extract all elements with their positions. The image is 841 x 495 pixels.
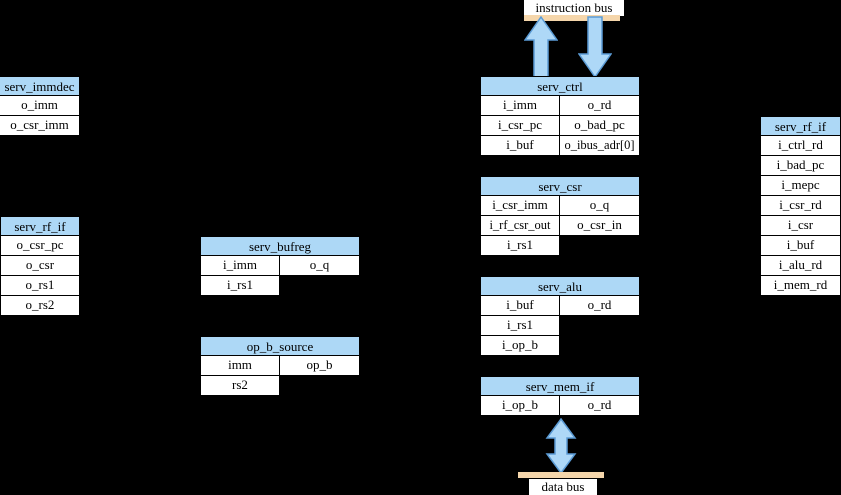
table-row: imm op_b bbox=[200, 356, 360, 376]
port-cell: o_q bbox=[280, 256, 360, 276]
table-row: i_op_b bbox=[480, 336, 640, 356]
port-cell: o_csr_in bbox=[560, 216, 640, 236]
table-row: i_mepc bbox=[760, 176, 841, 196]
data-bus-label: data bus bbox=[529, 479, 597, 495]
module-serv-rf-if-right: serv_rf_if i_ctrl_rd i_bad_pc i_mepc i_c… bbox=[760, 116, 841, 296]
port-cell: i_buf bbox=[480, 136, 560, 156]
port-cell: o_ibus_adr[0] bbox=[560, 136, 640, 156]
table-row: o_csr_imm bbox=[0, 116, 80, 136]
table-row: i_imm o_q bbox=[200, 256, 360, 276]
port-cell: i_imm bbox=[200, 256, 280, 276]
table-row: i_alu_rd bbox=[760, 256, 841, 276]
table-row: o_imm bbox=[0, 96, 80, 116]
instruction-bus-bar bbox=[524, 15, 620, 21]
port-cell: i_csr bbox=[760, 216, 841, 236]
table-row: i_rs1 bbox=[200, 276, 360, 296]
table-row: i_op_b o_rd bbox=[480, 396, 640, 416]
table-row: i_ctrl_rd bbox=[760, 136, 841, 156]
port-cell: o_rd bbox=[560, 296, 640, 316]
module-serv-ctrl-title: serv_ctrl bbox=[480, 76, 640, 96]
port-cell: o_imm bbox=[0, 96, 80, 116]
module-serv-csr: serv_csr i_csr_imm o_q i_rf_csr_out o_cs… bbox=[480, 176, 640, 256]
module-op-b-source-title: op_b_source bbox=[200, 336, 360, 356]
table-row: o_csr bbox=[0, 256, 80, 276]
table-row: rs2 bbox=[200, 376, 360, 396]
port-cell: i_rs1 bbox=[200, 276, 280, 296]
port-cell: o_csr_pc bbox=[0, 236, 80, 256]
module-serv-mem-if-title: serv_mem_if bbox=[480, 376, 640, 396]
data-bus-double-arrow bbox=[545, 418, 577, 474]
table-row: i_csr_imm o_q bbox=[480, 196, 640, 216]
port-cell: o_rs2 bbox=[0, 296, 80, 316]
port-cell: i_op_b bbox=[480, 396, 560, 416]
port-cell-empty bbox=[560, 316, 640, 336]
table-row: i_buf bbox=[760, 236, 841, 256]
port-cell-empty bbox=[280, 376, 360, 396]
port-cell: o_rd bbox=[560, 396, 640, 416]
port-cell: o_rs1 bbox=[0, 276, 80, 296]
module-serv-ctrl: serv_ctrl i_imm o_rd i_csr_pc o_bad_pc i… bbox=[480, 76, 640, 156]
instruction-bus-up-arrow bbox=[524, 16, 558, 78]
port-cell: i_rf_csr_out bbox=[480, 216, 560, 236]
module-serv-immdec: serv_immdec o_imm o_csr_imm bbox=[0, 76, 80, 136]
table-row: i_rf_csr_out o_csr_in bbox=[480, 216, 640, 236]
module-serv-mem-if: serv_mem_if i_op_b o_rd bbox=[480, 376, 640, 416]
port-cell-empty bbox=[560, 236, 640, 256]
module-op-b-source: op_b_source imm op_b rs2 bbox=[200, 336, 360, 396]
module-serv-csr-title: serv_csr bbox=[480, 176, 640, 196]
port-cell: i_alu_rd bbox=[760, 256, 841, 276]
table-row: i_csr bbox=[760, 216, 841, 236]
port-cell: i_rs1 bbox=[480, 236, 560, 256]
module-serv-alu-title: serv_alu bbox=[480, 276, 640, 296]
table-row: i_buf o_ibus_adr[0] bbox=[480, 136, 640, 156]
port-cell: i_op_b bbox=[480, 336, 560, 356]
port-cell: i_mem_rd bbox=[760, 276, 841, 296]
port-cell: o_csr bbox=[0, 256, 80, 276]
port-cell: i_rs1 bbox=[480, 316, 560, 336]
table-row: o_rs2 bbox=[0, 296, 80, 316]
port-cell: o_csr_imm bbox=[0, 116, 80, 136]
port-cell: op_b bbox=[280, 356, 360, 376]
table-row: o_csr_pc bbox=[0, 236, 80, 256]
port-cell: rs2 bbox=[200, 376, 280, 396]
port-cell: i_csr_pc bbox=[480, 116, 560, 136]
port-cell: i_mepc bbox=[760, 176, 841, 196]
instruction-bus-label: instruction bus bbox=[524, 0, 624, 16]
port-cell: i_ctrl_rd bbox=[760, 136, 841, 156]
table-row: i_bad_pc bbox=[760, 156, 841, 176]
port-cell-empty bbox=[560, 336, 640, 356]
port-cell: o_bad_pc bbox=[560, 116, 640, 136]
port-cell: o_q bbox=[560, 196, 640, 216]
port-cell: i_bad_pc bbox=[760, 156, 841, 176]
table-row: i_imm o_rd bbox=[480, 96, 640, 116]
port-cell: o_rd bbox=[560, 96, 640, 116]
table-row: i_rs1 bbox=[480, 316, 640, 336]
module-serv-immdec-title: serv_immdec bbox=[0, 76, 80, 96]
module-serv-rf-if-left: serv_rf_if o_csr_pc o_csr o_rs1 o_rs2 bbox=[0, 216, 80, 316]
port-cell: i_csr_imm bbox=[480, 196, 560, 216]
table-row: i_csr_pc o_bad_pc bbox=[480, 116, 640, 136]
table-row: i_csr_rd bbox=[760, 196, 841, 216]
instruction-bus-down-arrow bbox=[578, 16, 612, 78]
port-cell: i_buf bbox=[480, 296, 560, 316]
table-row: i_mem_rd bbox=[760, 276, 841, 296]
port-cell: i_csr_rd bbox=[760, 196, 841, 216]
module-serv-rf-if-right-title: serv_rf_if bbox=[760, 116, 841, 136]
module-serv-bufreg-title: serv_bufreg bbox=[200, 236, 360, 256]
table-row: i_buf o_rd bbox=[480, 296, 640, 316]
table-row: o_rs1 bbox=[0, 276, 80, 296]
port-cell-empty bbox=[280, 276, 360, 296]
module-serv-bufreg: serv_bufreg i_imm o_q i_rs1 bbox=[200, 236, 360, 296]
module-serv-rf-if-left-title: serv_rf_if bbox=[0, 216, 80, 236]
port-cell: imm bbox=[200, 356, 280, 376]
module-serv-alu: serv_alu i_buf o_rd i_rs1 i_op_b bbox=[480, 276, 640, 356]
port-cell: i_imm bbox=[480, 96, 560, 116]
port-cell: i_buf bbox=[760, 236, 841, 256]
data-bus-bar bbox=[518, 472, 604, 478]
table-row: i_rs1 bbox=[480, 236, 640, 256]
